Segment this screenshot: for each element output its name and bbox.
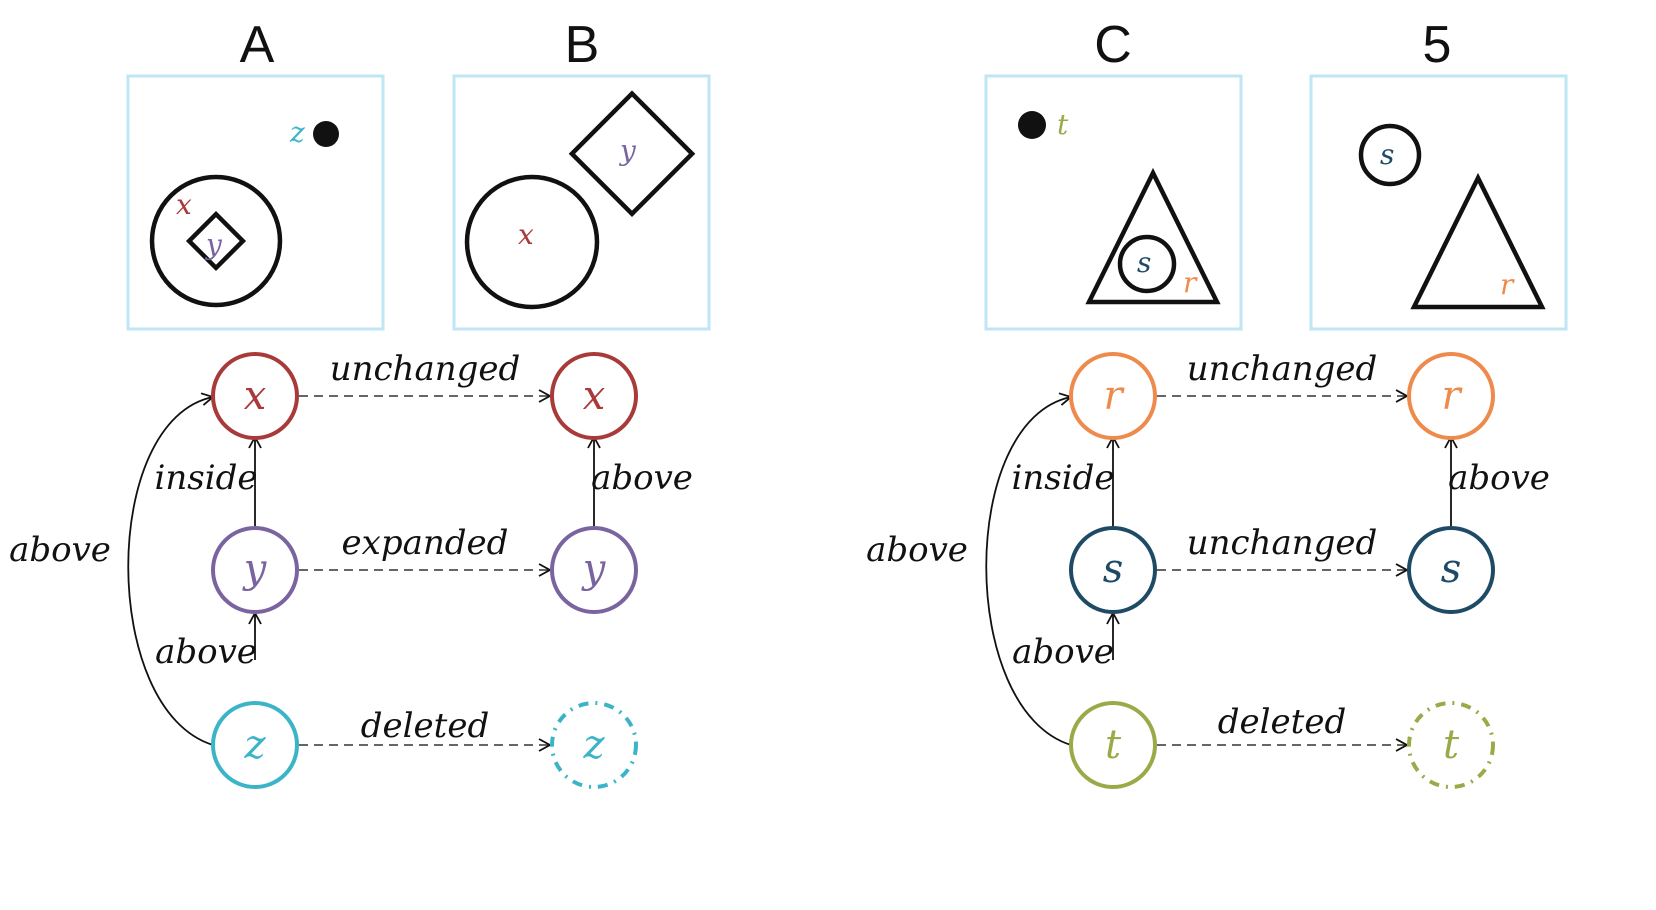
panel-d-frame xyxy=(1309,74,1568,331)
panel-a-diamond xyxy=(185,210,247,272)
panel-d: s r xyxy=(1309,74,1568,331)
node-z-after-deleted xyxy=(550,701,638,789)
panel-a-label-z: z xyxy=(289,116,305,149)
node-s-before xyxy=(1069,526,1157,614)
node-x-before-label: x xyxy=(244,373,267,419)
node-y-after-label: y xyxy=(581,546,607,592)
panel-c-circle xyxy=(1117,234,1177,294)
label-z-to-x: above xyxy=(9,530,111,570)
panel-title-c: C xyxy=(1094,16,1132,74)
node-r-before xyxy=(1069,352,1157,440)
panel-b-label-y: y xyxy=(618,134,637,167)
node-x-before xyxy=(211,352,299,440)
label-z-to-y: above xyxy=(155,632,257,672)
label-s-to-r: inside xyxy=(1012,458,1115,498)
label-s-to-r-after: above xyxy=(1448,458,1550,498)
node-z-before xyxy=(211,701,299,789)
label-y-to-x-after: above xyxy=(591,458,693,498)
label-t-to-r: above xyxy=(866,530,968,570)
panel-d-label-s: s xyxy=(1380,138,1394,171)
node-s-after-label: s xyxy=(1441,546,1462,592)
panel-c-label-s: s xyxy=(1137,246,1151,279)
node-t-before xyxy=(1069,701,1157,789)
label-y-to-x: inside xyxy=(155,458,258,498)
panel-d-circle xyxy=(1358,123,1422,187)
node-z-after-label: z xyxy=(582,722,605,768)
panel-b-diamond xyxy=(568,90,696,217)
panel-c-dot xyxy=(1018,111,1046,139)
node-t-before-label: t xyxy=(1105,722,1122,768)
panel-a-dot xyxy=(313,121,339,147)
node-t-after-deleted xyxy=(1407,701,1495,789)
panel-c: t s r xyxy=(984,74,1243,331)
edge-t-to-r xyxy=(985,392,1073,746)
node-t-after-label: t xyxy=(1443,722,1460,768)
panel-b-label-x: x xyxy=(518,218,534,251)
node-y-after xyxy=(550,526,638,614)
panel-c-label-t: t xyxy=(1057,108,1069,141)
node-y-before xyxy=(211,526,299,614)
panel-b: x y xyxy=(452,74,711,331)
node-x-after-label: x xyxy=(583,373,606,419)
node-x-after xyxy=(550,352,638,440)
label-t-to-s: above xyxy=(1012,632,1114,672)
node-y-before-label: y xyxy=(242,546,268,592)
panel-title-b: B xyxy=(565,16,600,74)
panel-title-a: A xyxy=(240,16,275,74)
label-x-change: unchanged xyxy=(330,349,521,389)
panel-a: x y z xyxy=(126,74,385,331)
label-s-change: unchanged xyxy=(1187,523,1378,563)
label-y-change: expanded xyxy=(342,523,509,563)
panel-a-label-y: y xyxy=(204,228,223,261)
label-z-change: deleted xyxy=(361,706,489,746)
panel-a-circle xyxy=(149,174,283,308)
panel-c-label-r: r xyxy=(1183,266,1198,299)
graph-right: unchanged unchanged deleted inside above… xyxy=(866,349,1550,789)
node-r-before-label: r xyxy=(1103,373,1125,419)
panel-d-triangle xyxy=(1410,172,1546,310)
panel-c-triangle xyxy=(1085,167,1221,305)
label-r-change: unchanged xyxy=(1187,349,1378,389)
panel-c-frame xyxy=(984,74,1243,331)
node-s-after xyxy=(1407,526,1495,614)
node-r-after-label: r xyxy=(1441,373,1463,419)
edge-z-to-x xyxy=(127,392,215,746)
panel-d-label-r: r xyxy=(1500,268,1515,301)
label-t-change: deleted xyxy=(1218,702,1346,742)
node-z-before-label: z xyxy=(243,722,266,768)
panel-a-label-x: x xyxy=(176,188,192,221)
panel-b-circle xyxy=(464,174,600,310)
panel-title-d: 5 xyxy=(1423,16,1452,74)
node-r-after xyxy=(1407,352,1495,440)
graph-left: unchanged expanded deleted inside above … xyxy=(9,349,693,789)
node-s-before-label: s xyxy=(1103,546,1124,592)
